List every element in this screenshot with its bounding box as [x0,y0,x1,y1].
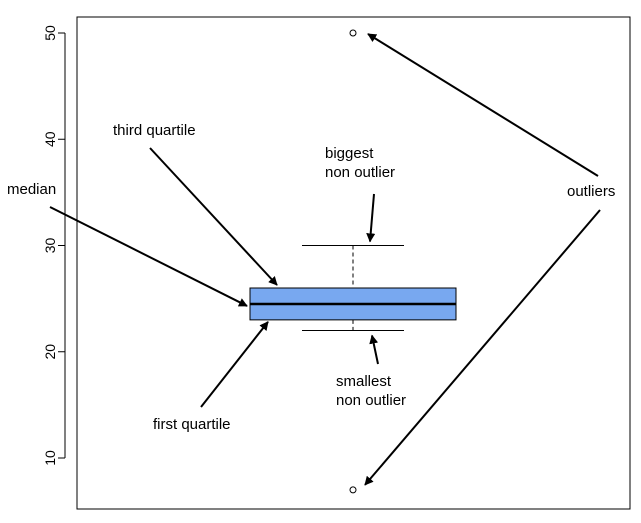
y-axis: 10 20 30 40 50 [42,25,66,466]
annotation-label-median: median [7,181,56,198]
y-tick-label: 20 [42,344,58,360]
arrow-third-quartile [149,147,278,286]
arrow-median [49,206,248,307]
arrow-smallest-non-outlier [369,334,379,365]
annotation-label-biggest-non-outlier: biggest [325,145,374,162]
annotation-arrows [49,33,601,486]
arrow-outlier-high [367,33,599,177]
annotation-label-smallest-non-outlier: smallest [336,373,392,390]
annotation-label-third-quartile: third quartile [113,122,196,139]
annotation-label-smallest-non-outlier: non outlier [336,392,406,409]
annotation-label-first-quartile: first quartile [153,416,231,433]
y-tick-label: 40 [42,131,58,147]
annotations: third quartile median biggest non outlier sm… [7,122,615,433]
outlier-point [349,486,357,494]
arrow-biggest-non-outlier [366,193,376,243]
outlier-point [349,29,357,37]
y-tick-label: 50 [42,25,58,41]
annotation-label-outliers: outliers [567,183,615,200]
y-tick-label: 10 [42,450,58,466]
arrow-outlier-low [364,209,601,486]
arrow-first-quartile [200,321,269,408]
box-plot [249,29,457,494]
annotation-label-biggest-non-outlier: non outlier [325,164,395,181]
plot-frame [76,16,631,510]
y-tick-label: 30 [42,238,58,254]
